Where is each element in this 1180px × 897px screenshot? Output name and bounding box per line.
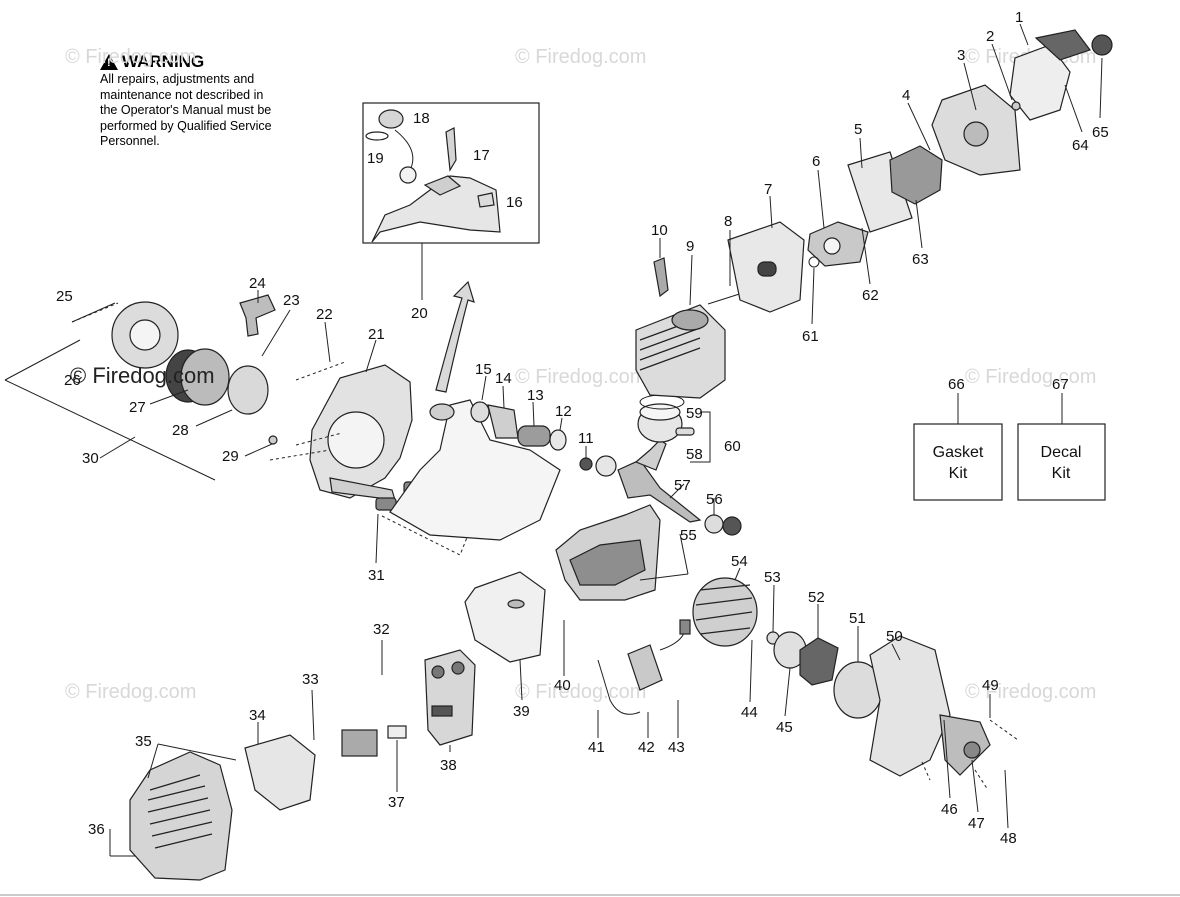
- part-label: 48: [1000, 830, 1017, 847]
- part-label: 5: [854, 121, 862, 138]
- part-label: 54: [731, 553, 748, 570]
- part-label: 7: [764, 181, 772, 198]
- starter-assembly: [111, 294, 278, 445]
- part-label: 20: [411, 305, 428, 322]
- part-label: 62: [862, 287, 879, 304]
- part-label: 28: [172, 422, 189, 439]
- cylinder-cover: [129, 751, 233, 881]
- part-label: 3: [957, 47, 965, 64]
- part-label: 56: [706, 491, 723, 508]
- part-label: 65: [1092, 124, 1109, 141]
- part-label: 23: [283, 292, 300, 309]
- part-label: 21: [368, 326, 385, 343]
- part-label: 39: [513, 703, 530, 720]
- part-label: 17: [473, 147, 490, 164]
- watermark: © Firedog.com: [515, 681, 646, 703]
- part-label: 27: [129, 399, 146, 416]
- part-label: 41: [588, 739, 605, 756]
- part-label: 16: [506, 194, 523, 211]
- part-label: 31: [368, 567, 385, 584]
- part-label: 61: [802, 328, 819, 345]
- part-label: 40: [554, 677, 571, 694]
- part-label: 49: [982, 677, 999, 694]
- cylinder: [635, 304, 726, 399]
- part-label: 8: [724, 213, 732, 230]
- part-label: 55: [680, 527, 697, 544]
- part-label: 63: [912, 251, 929, 268]
- part-label: 22: [316, 306, 333, 323]
- part-label: 14: [495, 370, 512, 387]
- part-label: 33: [302, 671, 319, 688]
- warning-icon: !: [100, 54, 118, 70]
- part-label: 37: [388, 794, 405, 811]
- part-label: 18: [413, 110, 430, 127]
- part-label: 38: [440, 757, 457, 774]
- part-label: 67: [1052, 376, 1069, 393]
- part-label: 24: [249, 275, 266, 292]
- part-label: 51: [849, 610, 866, 627]
- part-label: 11: [578, 430, 594, 447]
- part-label: 15: [475, 361, 492, 378]
- part-label: 45: [776, 719, 793, 736]
- part-label: 32: [373, 621, 390, 638]
- part-label: 26: [64, 372, 81, 389]
- part-label: 36: [88, 821, 105, 838]
- part-label: 6: [812, 153, 820, 170]
- part-label: 66: [948, 376, 965, 393]
- crankcase: [555, 504, 661, 601]
- decal-kit-label: Decal: [1041, 444, 1082, 461]
- part-label: 42: [638, 739, 655, 756]
- part-label: 35: [135, 733, 152, 750]
- part-label: 47: [968, 815, 985, 832]
- part-label: 10: [651, 222, 668, 239]
- watermark: © Firedog.com: [515, 366, 646, 388]
- part-label: 58: [686, 446, 703, 463]
- fuel-tank-inset: [365, 109, 501, 243]
- decal-kit-box: Decal Kit: [1017, 423, 1106, 501]
- part-label: 1: [1015, 9, 1023, 26]
- part-label: 4: [902, 87, 910, 104]
- part-label: 60: [724, 438, 741, 455]
- part-label: 43: [668, 739, 685, 756]
- decal-kit-label: Kit: [1052, 465, 1071, 482]
- watermarks: © Firedog.com © Firedog.com © Firedog.co…: [65, 46, 1096, 703]
- part-label: 57: [674, 477, 691, 494]
- part-label: 9: [686, 238, 694, 255]
- part-label: 59: [686, 405, 703, 422]
- inset-box: [362, 102, 540, 244]
- leader-lines: [109, 23, 1103, 857]
- part-label: 29: [222, 448, 239, 465]
- watermark: © Firedog.com: [965, 366, 1096, 388]
- part-label: 13: [527, 387, 544, 404]
- part-labels: 1 2 3 4 5 6 7 8 9 10 11 12 13 14 15 16 1…: [56, 9, 1109, 847]
- watermark: © Firedog.com: [65, 46, 196, 68]
- part-label: 53: [764, 569, 781, 586]
- warning-text: All repairs, adjustments and maintenance…: [100, 72, 272, 148]
- warning-notice: ! WARNING All repairs, adjustments and m…: [100, 52, 315, 150]
- part-label: 12: [555, 403, 572, 420]
- warning-title: ! WARNING: [100, 52, 315, 72]
- part-label: 46: [941, 801, 958, 818]
- watermark-prominent: © Firedog.com: [70, 363, 215, 388]
- gasket-kit-box: Gasket Kit: [913, 423, 1003, 501]
- starter-housing: [309, 364, 413, 501]
- part-label: 34: [249, 707, 266, 724]
- part-label: 52: [808, 589, 825, 606]
- part-label: 44: [741, 704, 758, 721]
- part-label: 19: [367, 150, 384, 167]
- watermark: © Firedog.com: [65, 681, 196, 703]
- gasket-kit-label: Gasket: [933, 444, 984, 461]
- part-label: 30: [82, 450, 99, 467]
- part-label: 25: [56, 288, 73, 305]
- part-label: 2: [986, 28, 994, 45]
- part-label: 64: [1072, 137, 1089, 154]
- part-label: 50: [886, 628, 903, 645]
- watermark: © Firedog.com: [515, 46, 646, 68]
- gasket-kit-label: Kit: [949, 465, 968, 482]
- watermark: © Firedog.com: [965, 681, 1096, 703]
